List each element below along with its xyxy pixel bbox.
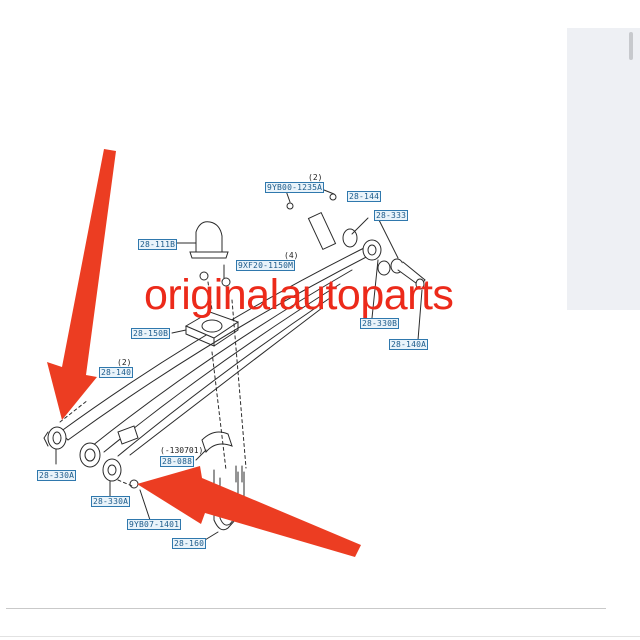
part-label-28-088[interactable]: 28-088: [160, 456, 195, 467]
bottom-divider: [6, 608, 606, 609]
part-label-28-140a[interactable]: 28-140A: [389, 339, 429, 350]
arrow-down-icon: [47, 149, 116, 420]
shackle-plate: [307, 211, 337, 251]
side-panel: [567, 28, 640, 310]
part-label-28-140[interactable]: 28-140: [99, 367, 134, 378]
leaf-spring-3: [91, 269, 353, 447]
part-label-28-111b[interactable]: 28-111B: [138, 239, 178, 250]
leaf-spring-5: [117, 297, 331, 457]
serial-note: (-130701): [160, 446, 204, 455]
part-label-28-330a[interactable]: 28-330A: [91, 496, 131, 507]
scrollbar-thumb[interactable]: [629, 32, 633, 60]
bump-stopper: [195, 221, 223, 253]
watermark-text: originalautoparts: [144, 271, 454, 319]
front-bushing: [47, 426, 67, 450]
part-label-9xf20-1150m[interactable]: 9XF20-1150M: [236, 260, 296, 271]
u-bolt: [213, 471, 245, 531]
spacer-088: [201, 431, 233, 454]
leaf-spring-2: [67, 253, 373, 441]
bottom-edge: [0, 636, 640, 637]
qty-28-140: (2): [117, 358, 132, 367]
part-label-9yb00-1235a[interactable]: 9YB00-1235A: [265, 182, 325, 193]
part-label-28-150b[interactable]: 28-150B: [131, 328, 171, 339]
part-label-9yb07-1401[interactable]: 9YB07-1401: [127, 519, 182, 530]
part-label-28-333[interactable]: 28-333: [374, 210, 409, 221]
part-label-28-330a-front[interactable]: 28-330A: [37, 470, 77, 481]
rear-bushing: [362, 239, 382, 261]
qty-9xf20: (4): [284, 251, 299, 260]
arrow-up-left-icon: [137, 466, 361, 557]
bushing-330a: [102, 458, 122, 482]
part-label-28-330b-rear[interactable]: 28-330B: [360, 318, 400, 329]
part-label-28-144[interactable]: 28-144: [347, 191, 382, 202]
part-label-28-160[interactable]: 28-160: [172, 538, 207, 549]
qty-9yb00: (2): [308, 173, 323, 182]
bushing-330b: [79, 442, 101, 468]
